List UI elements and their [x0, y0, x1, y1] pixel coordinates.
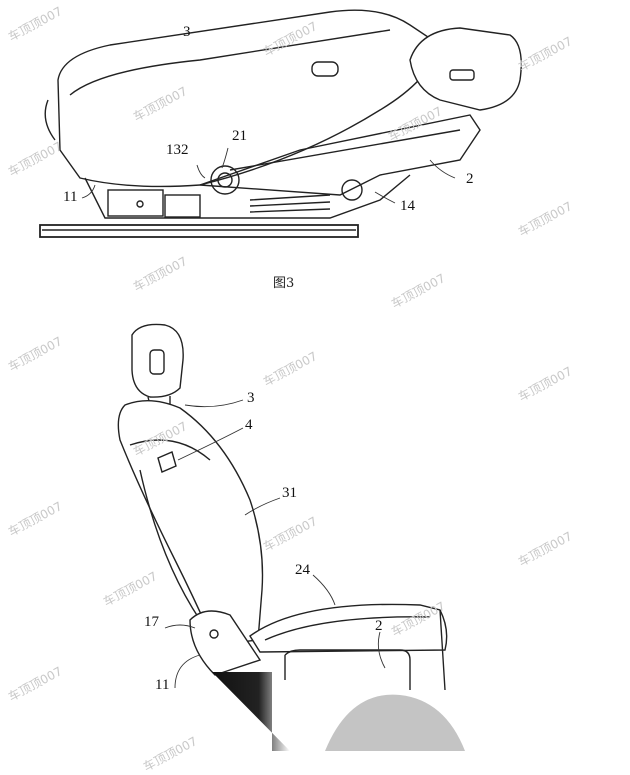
fig3-label-3: 3	[183, 24, 191, 40]
fig3-label-11: 11	[63, 189, 78, 205]
figure3-caption: 图3	[273, 276, 295, 291]
fig4-label-17: 17	[144, 614, 159, 630]
fig4-label-31: 31	[282, 485, 297, 501]
fig3-label-14: 14	[400, 198, 415, 214]
grey-arc-overlay	[325, 694, 465, 751]
dark-overlay-shape	[212, 672, 290, 751]
figure4-leader-lines	[164, 399, 386, 689]
figure3-folded-seat	[39, 9, 522, 238]
fig3-label-132: 132	[166, 142, 189, 158]
figure4-upright-seat	[117, 323, 448, 691]
fig3-label-21: 21	[232, 128, 247, 144]
fig4-label-2: 2	[375, 618, 383, 634]
fig4-label-11: 11	[155, 677, 170, 693]
patent-drawings	[39, 9, 522, 751]
figure3-leader-lines	[81, 147, 456, 204]
fig4-label-24: 24	[295, 562, 310, 578]
fig3-label-2: 2	[466, 171, 474, 187]
fig4-label-3: 3	[247, 390, 255, 406]
fig4-label-4: 4	[245, 417, 253, 433]
